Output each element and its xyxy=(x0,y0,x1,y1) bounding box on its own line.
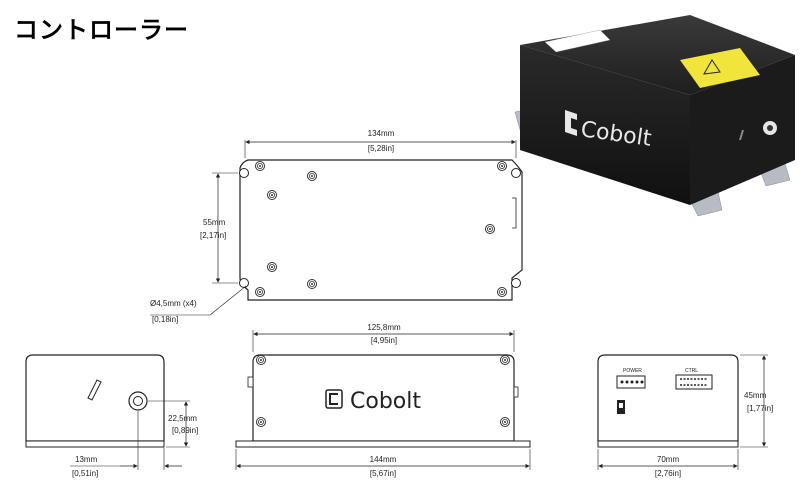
front-view: Cobolt 125,8mm [4,95in] 144mm [5,67in] xyxy=(235,323,531,478)
top-width-in: [5,28in] xyxy=(368,144,394,153)
ctrl-label: CTRL xyxy=(685,368,698,374)
right-width-mm: 70mm xyxy=(657,455,680,464)
aperture-height-mm: 22,5mm xyxy=(168,414,197,423)
hole-diameter-mm: Ø4,5mm (x4) xyxy=(150,299,197,308)
top-width-mm: 134mm xyxy=(368,129,395,138)
cobolt-logo: Cobolt xyxy=(325,389,421,414)
brand-text: Cobolt xyxy=(350,389,421,414)
right-width-in: [2,76in] xyxy=(655,469,681,478)
right-height-in: [1,77in] xyxy=(747,404,773,413)
aperture-height-in: [0,89in] xyxy=(172,426,198,435)
top-height-in: [2,17in] xyxy=(200,231,226,240)
power-label: POWER xyxy=(623,368,642,374)
hole-diameter-in: [0,18in] xyxy=(152,315,178,324)
top-height-mm: 55mm xyxy=(203,218,226,227)
aperture-offset-in: [0,51in] xyxy=(72,469,98,478)
right-end-view: POWER CTRL 45mm [1,77in] 70mm [2,76in] xyxy=(597,354,773,478)
front-width-mm: 125,8mm xyxy=(367,323,401,332)
base-width-mm: 144mm xyxy=(370,455,397,464)
right-height-mm: 45mm xyxy=(744,391,767,400)
product-photo: Cobolt xyxy=(514,15,795,217)
left-end-view: 22,5mm [0,89in] 13mm [0,51in] xyxy=(25,354,198,478)
top-view: 134mm [5,28in] 55mm [2,17in] Ø4,5mm (x4)… xyxy=(150,129,523,324)
base-width-in: [5,67in] xyxy=(370,469,396,478)
front-width-in: [4,95in] xyxy=(371,336,397,345)
aperture-offset-mm: 13mm xyxy=(75,455,98,464)
page-title: コントローラー xyxy=(14,16,189,44)
